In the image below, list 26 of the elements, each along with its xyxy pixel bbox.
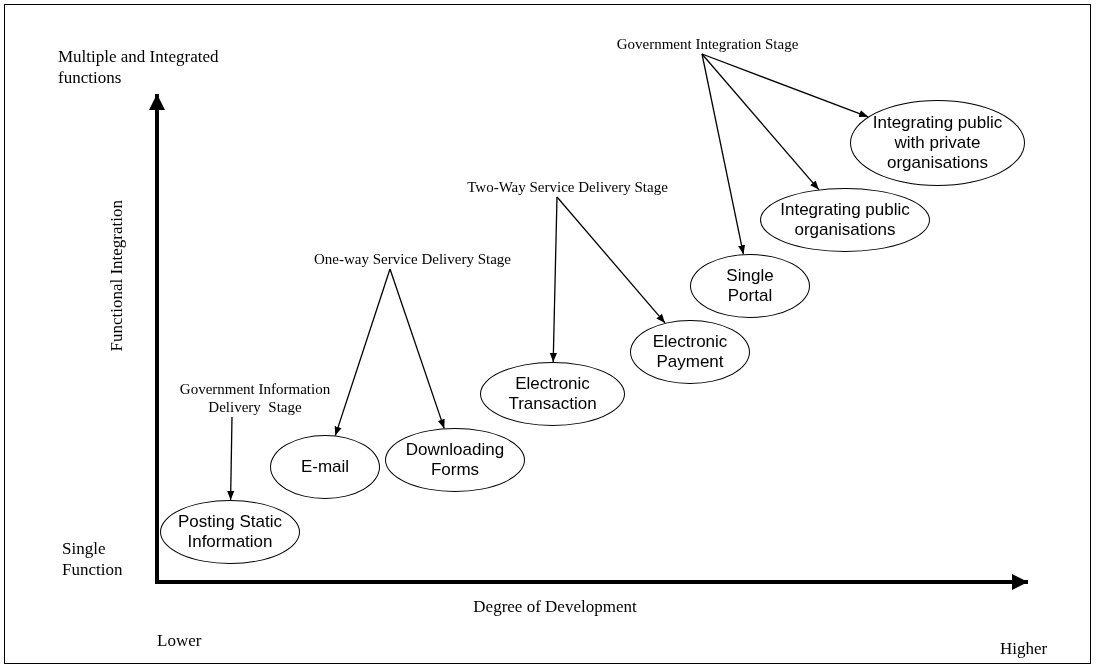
stage-ellipse: Downloading Forms: [385, 428, 525, 492]
arrow: [227, 416, 235, 501]
axis-label: Higher: [1000, 638, 1049, 659]
arrow: [701, 53, 869, 118]
axis-label: Lower: [157, 630, 203, 651]
stage-label: Government Integration Stage: [575, 35, 840, 53]
axis-title: Functional Integration: [106, 200, 127, 352]
arrow: [389, 268, 445, 430]
arrow: [701, 53, 746, 255]
stage-ellipse: Integrating public with private organisations: [850, 100, 1025, 186]
axis-label: Multiple and Integrated functions: [58, 46, 220, 88]
arrow: [549, 196, 558, 363]
stage-ellipse: Integrating public organisations: [760, 188, 930, 252]
stage-ellipse: Electronic Transaction: [480, 362, 625, 426]
stage-ellipse: Electronic Payment: [630, 320, 750, 384]
stage-label: Government Information Delivery Stage: [165, 380, 345, 416]
stage-ellipse: E-mail: [270, 435, 380, 499]
arrow: [556, 196, 666, 324]
arrow: [701, 53, 820, 191]
stage-label: Two-Way Service Delivery Stage: [425, 178, 710, 196]
arrow: [334, 268, 391, 437]
stage-label: One-way Service Delivery Stage: [270, 250, 555, 268]
stage-ellipse: Single Portal: [690, 254, 810, 318]
stage-ellipse: Posting Static Information: [160, 500, 300, 564]
axis-title: Degree of Development: [472, 596, 638, 617]
axis-label: Single Function: [62, 538, 124, 580]
